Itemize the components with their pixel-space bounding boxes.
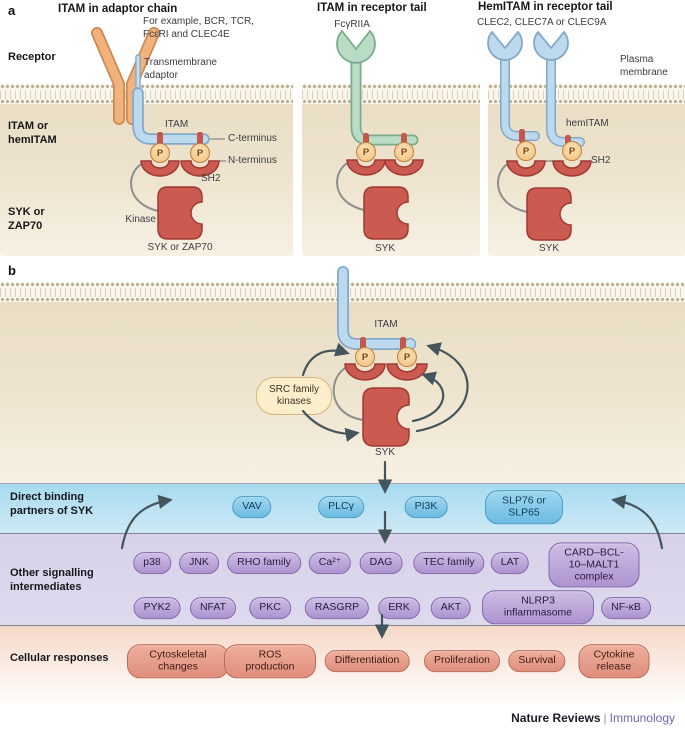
itam-label-1: ITAM bbox=[165, 119, 189, 130]
kinase-name-2: SYK bbox=[374, 243, 396, 254]
side-label-receptor: Receptor bbox=[8, 51, 56, 63]
phospho-icon: P bbox=[356, 142, 376, 162]
pill-nfat: NFAT bbox=[189, 597, 237, 619]
kinase-label: Kinase bbox=[125, 214, 156, 225]
divider bbox=[0, 625, 685, 626]
membrane-strip bbox=[488, 84, 685, 104]
pill-akt: AKT bbox=[430, 597, 472, 619]
pill-differentiation: Differentiation bbox=[324, 650, 410, 672]
pill-ros: ROS production bbox=[224, 644, 316, 678]
panel-a-tag: a bbox=[8, 3, 16, 18]
panel-b-box bbox=[0, 282, 685, 484]
itam-label-b: ITAM bbox=[374, 319, 398, 330]
n-terminus-label: N-terminus bbox=[228, 155, 277, 166]
pill-tec-family: TEC family bbox=[413, 552, 485, 574]
plasma-membrane-label: Plasma membrane bbox=[620, 54, 668, 78]
clec-label: CLEC2, CLEC7A or CLEC9A bbox=[477, 17, 607, 28]
pill-survival: Survival bbox=[508, 650, 566, 672]
fcgriia-label: FcγRIIA bbox=[334, 19, 370, 30]
sh2-label-3: SH2 bbox=[591, 155, 611, 166]
src-family-kinases-bubble: SRC family kinases bbox=[256, 377, 332, 415]
side-label-itam: ITAM or hemITAM bbox=[8, 120, 57, 147]
row-label-cellular: Cellular responses bbox=[10, 652, 109, 664]
membrane-strip bbox=[302, 84, 480, 104]
membrane-strip bbox=[0, 282, 685, 302]
panel-b-tag: b bbox=[8, 263, 16, 278]
side-label-syk: SYK or ZAP70 bbox=[8, 206, 45, 233]
pill-pyk2: PYK2 bbox=[133, 597, 181, 619]
divider bbox=[0, 533, 685, 534]
panel-a-box-3 bbox=[488, 84, 685, 256]
phospho-icon: P bbox=[355, 347, 375, 367]
phospho-icon: P bbox=[190, 143, 210, 163]
pill-rho-family: RHO family bbox=[227, 552, 301, 574]
phospho-icon: P bbox=[516, 141, 536, 161]
pill-erk: ERK bbox=[378, 597, 420, 619]
row-label-intermediates: Other signalling intermediates bbox=[10, 567, 94, 594]
phospho-icon: P bbox=[394, 142, 414, 162]
kinase-name-1: SYK or ZAP70 bbox=[147, 242, 213, 253]
pill-p38: p38 bbox=[133, 552, 171, 574]
title-adaptor-chain: ITAM in adaptor chain bbox=[58, 3, 178, 15]
title-hemitam: HemITAM in receptor tail bbox=[478, 1, 613, 13]
pill-nfkb: NF-κB bbox=[601, 597, 651, 619]
phospho-icon: P bbox=[397, 347, 417, 367]
pill-vav: VAV bbox=[232, 496, 272, 518]
journal-name: Immunology bbox=[609, 711, 675, 725]
panel-a-box-2 bbox=[302, 84, 480, 256]
title-receptor-tail: ITAM in receptor tail bbox=[317, 2, 427, 14]
pill-cytoskeletal: Cytoskeletal changes bbox=[127, 644, 229, 678]
pill-nlrp3: NLRP3 inflammasome bbox=[482, 590, 594, 624]
pill-dag: DAG bbox=[359, 552, 403, 574]
pill-proliferation: Proliferation bbox=[423, 650, 501, 672]
pill-pkc: PKC bbox=[249, 597, 291, 619]
sh2-label-1: SH2 bbox=[201, 173, 221, 184]
pill-jnk: JNK bbox=[179, 552, 219, 574]
pill-ca2: Ca²⁺ bbox=[308, 552, 352, 574]
pill-card-bcl10-malt1: CARD–BCL-10–MALT1 complex bbox=[548, 542, 640, 588]
kinase-name-3: SYK bbox=[538, 243, 560, 254]
phospho-icon: P bbox=[150, 143, 170, 163]
pill-rasgrp: RASGRP bbox=[304, 597, 370, 619]
pill-slp76-slp65: SLP76 or SLP65 bbox=[485, 490, 563, 524]
pill-cytokine: Cytokine release bbox=[578, 644, 650, 678]
membrane-strip bbox=[0, 84, 293, 104]
row-label-direct-binding: Direct binding partners of SYK bbox=[10, 491, 94, 518]
pill-plcg: PLCγ bbox=[318, 496, 364, 518]
journal-brand: Nature Reviews bbox=[511, 711, 601, 725]
pill-pi3k: PI3K bbox=[404, 496, 448, 518]
journal-divider: | bbox=[603, 711, 607, 725]
phospho-icon: P bbox=[562, 141, 582, 161]
journal-credit: Nature Reviews|Immunology bbox=[511, 711, 675, 725]
adaptor-label: Transmembrane adaptor bbox=[144, 57, 217, 81]
pill-lat: LAT bbox=[490, 552, 530, 574]
divider bbox=[0, 483, 685, 484]
syk-label-b: SYK bbox=[374, 447, 396, 458]
c-terminus-label: C-terminus bbox=[228, 133, 277, 144]
hemitam-label: hemITAM bbox=[566, 118, 609, 129]
example-note: For example, BCR, TCR, FcεRI and CLEC4E bbox=[143, 16, 254, 40]
